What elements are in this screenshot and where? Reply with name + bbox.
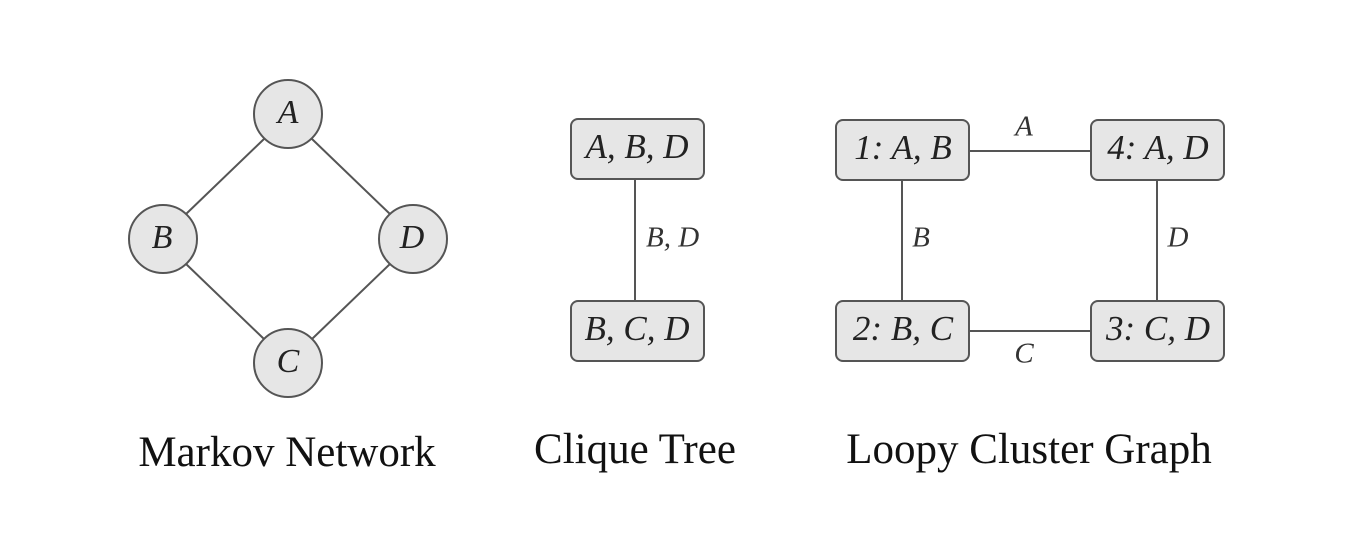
cluster-4: 4: A, D	[1090, 119, 1225, 181]
node-b-label: B	[152, 219, 173, 256]
clique-top-label: A, B, D	[583, 127, 688, 166]
sepset-label: B, D	[646, 222, 699, 254]
loopy-cluster-graph: 1: A, B 4: A, D 2: B, C 3: C, D A C B D …	[835, 111, 1225, 473]
edge-b-c	[184, 262, 265, 340]
node-c: C	[253, 328, 323, 398]
node-d: D	[378, 204, 448, 274]
edge-c1-c4-label: A	[1013, 111, 1033, 143]
cluster-3: 3: C, D	[1090, 300, 1225, 362]
node-a: A	[253, 79, 323, 149]
markov-network: A B D C Markov Network	[128, 79, 448, 476]
node-d-label: D	[399, 219, 425, 256]
clique-tree: A, B, D B, C, D B, D Clique Tree	[534, 118, 736, 473]
edge-d-c	[311, 262, 392, 340]
edge-c4-c3-label: D	[1167, 222, 1189, 254]
clique-tree-caption: Clique Tree	[534, 426, 736, 473]
markov-network-caption: Markov Network	[138, 429, 436, 476]
node-a-label: A	[276, 94, 299, 131]
cluster-2: 2: B, C	[835, 300, 970, 362]
clique-bottom: B, C, D	[570, 300, 705, 362]
edge-c2-c3-label: C	[1014, 338, 1034, 370]
loopy-cluster-graph-caption: Loopy Cluster Graph	[846, 426, 1211, 473]
edge-a-d	[311, 138, 392, 216]
node-c-label: C	[277, 343, 300, 380]
clique-bottom-label: B, C, D	[585, 309, 690, 348]
edge-c1-c2-label: B	[912, 222, 930, 254]
cluster-4-label: 4: A, D	[1107, 128, 1208, 167]
node-b: B	[128, 204, 198, 274]
cluster-1: 1: A, B	[835, 119, 970, 181]
cluster-2-label: 2: B, C	[853, 309, 954, 348]
cluster-3-label: 3: C, D	[1105, 309, 1210, 348]
clique-top: A, B, D	[570, 118, 705, 180]
cluster-1-label: 1: A, B	[854, 128, 952, 167]
edge-a-b	[184, 138, 265, 216]
